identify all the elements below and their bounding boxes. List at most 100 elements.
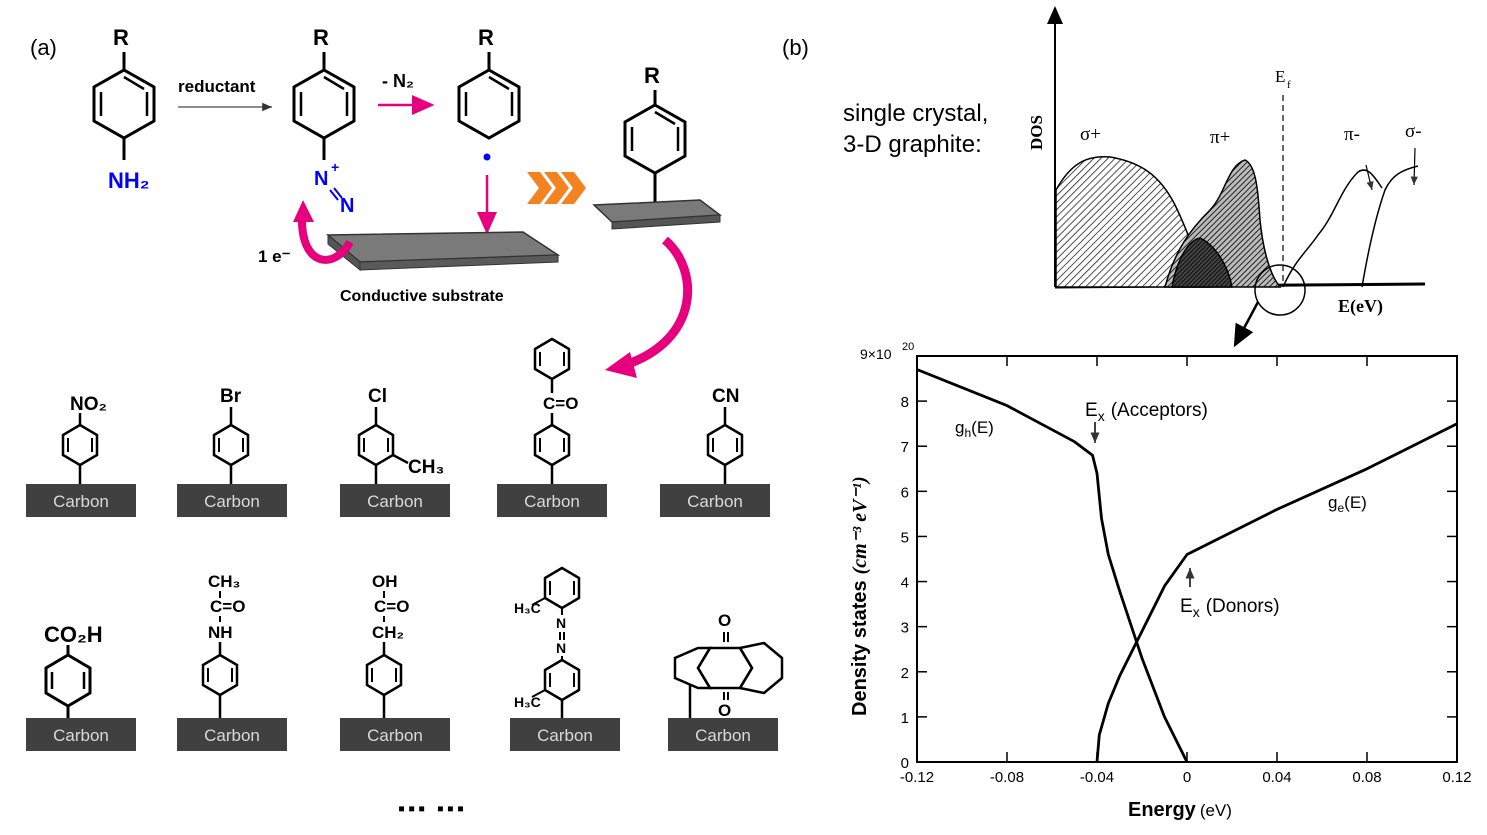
aryl-radical-molecule: R	[457, 25, 521, 235]
svg-text:NO₂: NO₂	[70, 394, 107, 415]
carbon-block: Carbon	[497, 484, 607, 517]
carbon-block: Carbon	[26, 484, 136, 517]
svg-text:NH: NH	[208, 623, 233, 642]
svg-text:OH: OH	[372, 572, 398, 591]
svg-text:Br: Br	[220, 386, 242, 407]
aniline-molecule: R NH₂	[92, 25, 156, 193]
carbon-label: Carbon	[524, 492, 580, 511]
svg-text:H₃C: H₃C	[514, 694, 541, 710]
diazonium-n1: N	[314, 168, 328, 190]
dos-caption-line1: single crystal,	[843, 100, 988, 127]
svg-text:H₃C: H₃C	[514, 600, 541, 616]
svg-text:O: O	[718, 701, 731, 720]
svg-text:CH₂: CH₂	[372, 623, 404, 642]
svg-text:E: E	[1275, 67, 1285, 86]
donors-annotation: Ex(Donors)	[1180, 596, 1280, 620]
diazonium-plus: +	[331, 159, 339, 175]
radical-dot	[483, 153, 491, 161]
sigma-plus-label: σ+	[1080, 124, 1101, 145]
svg-text:f: f	[1287, 79, 1291, 91]
svg-text:R: R	[478, 25, 494, 50]
more-examples-ellipsis: ▪▪▪ ▪▪▪	[398, 798, 467, 820]
svg-text:CH₃: CH₃	[408, 457, 444, 478]
molecule-bromophenyl: Br	[212, 386, 250, 484]
svg-text:O: O	[718, 611, 731, 630]
y-scale-exp: 20	[902, 341, 914, 353]
carbon-label: Carbon	[367, 492, 423, 511]
svg-text:R: R	[313, 25, 329, 50]
series-ge-line	[1095, 422, 1458, 763]
svg-text:CO₂H: CO₂H	[44, 622, 103, 647]
molecule-carboxyphenyl: CO₂H	[44, 622, 103, 718]
x-tick-label: 0.08	[1352, 769, 1381, 786]
ge-label: ge(E)	[1328, 493, 1367, 515]
pi-minus-label: π-	[1344, 124, 1360, 145]
y-tick-label: 5	[901, 529, 909, 546]
zoom-arrow	[1233, 301, 1260, 348]
svg-text:R: R	[644, 63, 660, 88]
reductant-label: reductant	[178, 77, 256, 96]
carbon-label: Carbon	[204, 492, 260, 511]
electron-label: 1 e⁻	[258, 247, 291, 266]
molecule-benzophenone: C=O	[533, 337, 578, 484]
y-tick-label: 6	[901, 484, 909, 501]
x-axis-label: Energy(eV)	[1128, 799, 1232, 821]
zoom-circle	[1254, 264, 1306, 316]
grafted-product: R	[592, 63, 723, 230]
panel-b: (b) single crystal, 3-D graphite: DOS E(…	[782, 6, 1472, 821]
y-tick-label: 2	[901, 665, 909, 682]
sigma-minus-label: σ-	[1405, 121, 1422, 142]
y-axis-label: Density states(cm⁻³ eV⁻¹)	[849, 476, 871, 716]
carbon-block: Carbon	[177, 484, 287, 517]
overlap-band	[1171, 237, 1233, 288]
conductive-substrate: Conductive substrate	[325, 231, 561, 305]
y-tick-label: 0	[901, 755, 909, 772]
diazonium-n2: N	[340, 195, 354, 217]
carbon-label: Carbon	[204, 726, 260, 745]
chart-series	[916, 368, 1458, 763]
svg-text:N: N	[556, 615, 566, 631]
y-tick-label: 4	[901, 575, 909, 592]
molecule-nitrophenyl: NO₂	[61, 394, 107, 484]
molecule-acetanilide: CH₃ C=O NH	[201, 572, 245, 718]
y-tick-label: 1	[901, 710, 909, 727]
carbon-block: Carbon	[510, 718, 620, 751]
gh-label: gh(E)	[955, 418, 994, 440]
svg-text:C=O: C=O	[374, 597, 409, 616]
minus-n2-label: - N₂	[382, 71, 414, 91]
svg-text:Cl: Cl	[368, 386, 387, 407]
carbon-label: Carbon	[695, 726, 751, 745]
diazonium-molecule: R N + N	[292, 25, 356, 217]
graphite-dos-sketch: single crystal, 3-D graphite: DOS E(eV) …	[843, 6, 1426, 348]
x-tick-label: -0.04	[1080, 769, 1114, 786]
molecule-cyanophenyl: CN	[706, 386, 744, 484]
pi-plus-label: π+	[1210, 127, 1230, 148]
molecule-azotoluene: H₃C N N H₃C	[514, 566, 581, 718]
panel-a: (a) R NH₂ reductant R N + N	[26, 25, 784, 820]
amine-label: NH₂	[108, 168, 150, 193]
x-tick-label: -0.08	[990, 769, 1024, 786]
svg-text:CH₃: CH₃	[208, 572, 240, 591]
substrate-label: Conductive substrate	[340, 288, 504, 305]
svg-text:C=O: C=O	[543, 394, 578, 413]
x-tick-label: -0.12	[900, 769, 934, 786]
electron-transfer-arrow	[297, 214, 354, 264]
x-tick-label: 0.04	[1262, 769, 1291, 786]
carbon-block: Carbon	[177, 718, 287, 751]
carbon-block: Carbon	[668, 718, 778, 751]
carbon-block: Carbon	[660, 484, 770, 517]
carbon-label: Carbon	[53, 726, 109, 745]
carbon-label: Carbon	[367, 726, 423, 745]
carbon-block: Carbon	[26, 718, 136, 751]
acceptors-annotation: Ex(Acceptors)	[1085, 400, 1208, 424]
sigma-minus-curve	[1361, 165, 1419, 288]
molecule-phenylacetic: OH C=O CH₂	[365, 572, 409, 718]
r-group-label: R	[113, 25, 129, 50]
carbon-label: Carbon	[53, 492, 109, 511]
panel-b-label: (b)	[782, 35, 809, 60]
y-scale-label: 9×10	[860, 346, 892, 362]
svg-text:N: N	[556, 640, 566, 656]
